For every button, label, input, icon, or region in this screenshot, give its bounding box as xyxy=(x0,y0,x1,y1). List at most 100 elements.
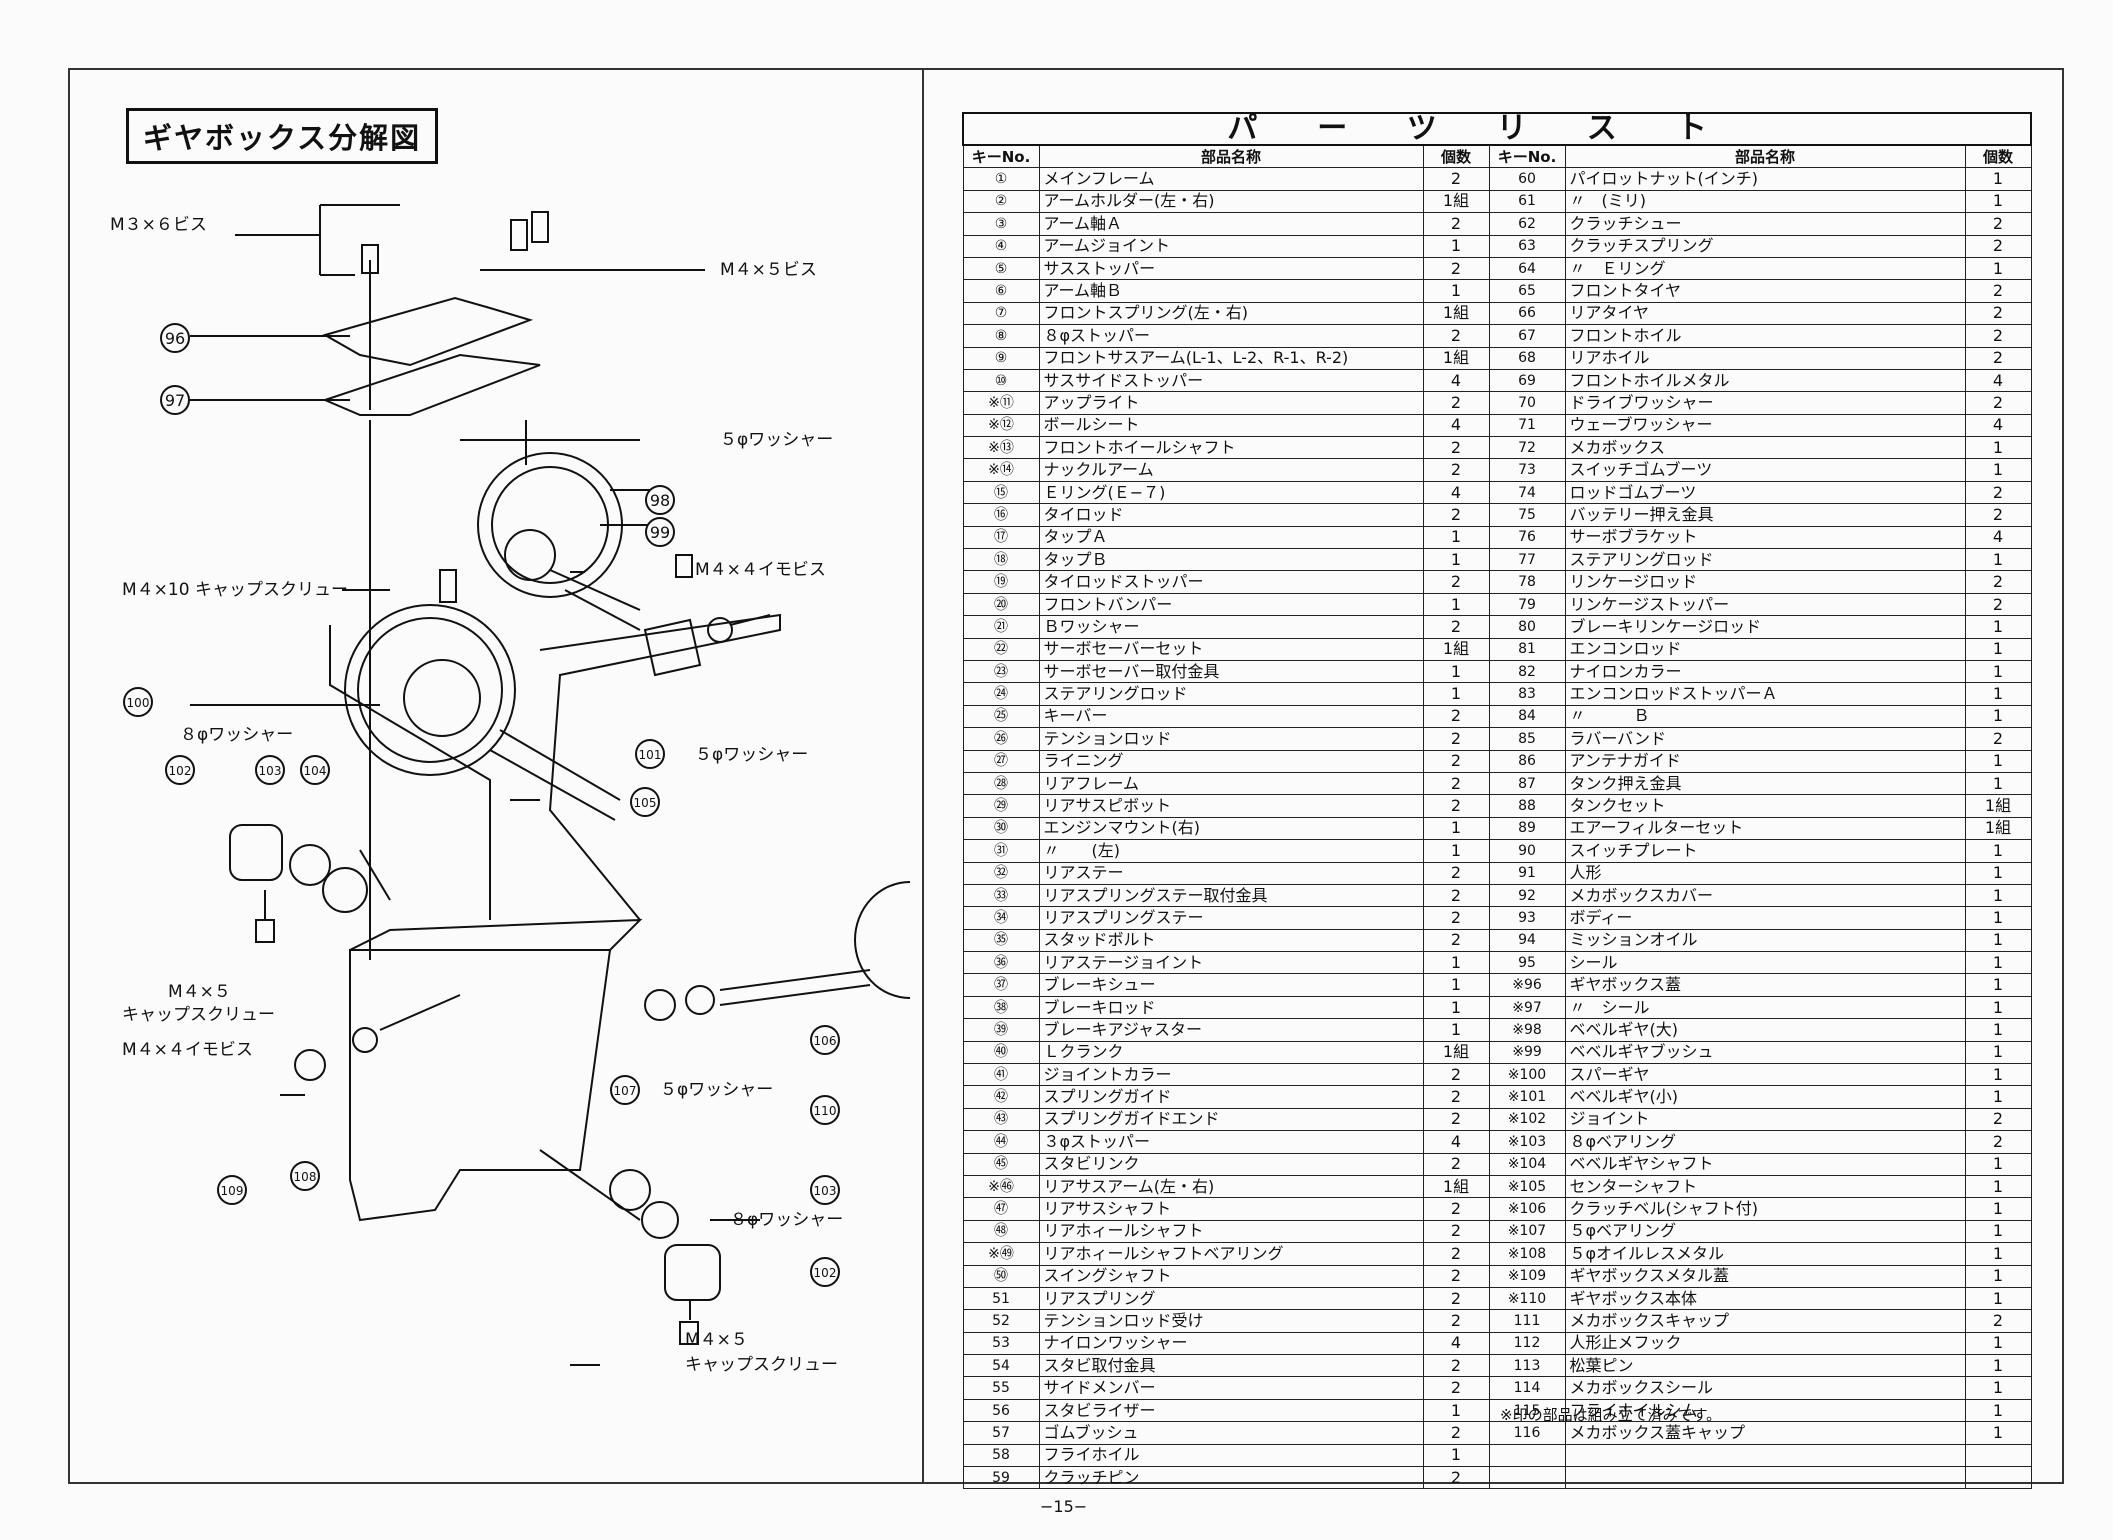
part-key: 111 xyxy=(1488,1309,1566,1333)
part-qty: 1 xyxy=(1964,995,2032,1020)
part-name: リアホィールシャフト xyxy=(1038,1219,1424,1244)
part-name: タンク押え金具 xyxy=(1564,771,1966,796)
part-key: 86 xyxy=(1488,749,1566,773)
part-name: Ｂワッシャー xyxy=(1038,615,1424,639)
part-key: 53 xyxy=(962,1331,1040,1356)
part-key: ⑯ xyxy=(962,503,1040,527)
part-name: ５φオイルレスメタル xyxy=(1564,1242,1966,1266)
label-m4x10-capscrew: M４×10 キャップスクリュー xyxy=(122,580,348,600)
exploded-diagram: M３×６ビス M４×５ビス ５φワッシャー M４×４イモビス M４×10 キャッ… xyxy=(110,204,910,1375)
part-name: スタビ取付金具 xyxy=(1038,1354,1424,1378)
part-key: ㊽ xyxy=(962,1219,1040,1244)
part-name: ５φベアリング xyxy=(1564,1219,1966,1244)
label-5mm-washer-top: ５φワッシャー xyxy=(720,430,833,450)
part-key: ※96 xyxy=(1488,973,1566,997)
part-key: 112 xyxy=(1488,1331,1566,1356)
part-qty: 1 xyxy=(1422,839,1490,863)
part-name: ロッドゴムブーツ xyxy=(1564,480,1966,505)
part-qty: 4 xyxy=(1422,480,1490,505)
part-key: ※102 xyxy=(1488,1107,1566,1132)
part-name: ナイロンワッシャー xyxy=(1038,1331,1424,1356)
part-key: ㉘ xyxy=(962,771,1040,796)
part-qty: 2 xyxy=(1422,771,1490,796)
part-key: ㊱ xyxy=(962,951,1040,975)
part-name: フロントタイヤ xyxy=(1564,279,1966,303)
part-qty: 4 xyxy=(1422,368,1490,393)
part-name: フロントホイールシャフト xyxy=(1038,436,1424,460)
part-qty: 1 xyxy=(1964,1174,2032,1199)
part-key: ⑨ xyxy=(962,346,1040,370)
part-name: バッテリー押え金具 xyxy=(1564,503,1966,527)
part-name: 〃 Ｅリング xyxy=(1564,256,1966,281)
part-name: スタビライザー xyxy=(1038,1398,1424,1423)
part-key: ㉗ xyxy=(962,749,1040,773)
part-qty: 2 xyxy=(1422,503,1490,527)
part-qty: 2 xyxy=(1964,212,2032,236)
part-key: ⑰ xyxy=(962,525,1040,550)
part-qty: 2 xyxy=(1422,324,1490,348)
part-key: ㊷ xyxy=(962,1085,1040,1109)
part-key: 63 xyxy=(1488,234,1566,258)
part-key: 58 xyxy=(962,1443,1040,1468)
part-key: ※104 xyxy=(1488,1152,1566,1176)
part-name: パイロットナット(インチ) xyxy=(1564,167,1966,191)
part-qty: 2 xyxy=(1422,1219,1490,1244)
part-name: タンクセット xyxy=(1564,794,1966,818)
part-key: ※⑫ xyxy=(962,413,1040,438)
part-key: 76 xyxy=(1488,525,1566,550)
part-key: 88 xyxy=(1488,794,1566,818)
part-qty: 1組 xyxy=(1422,1040,1490,1065)
part-qty: 1 xyxy=(1964,615,2032,639)
part-qty: 2 xyxy=(1964,503,2032,527)
part-key: 59 xyxy=(962,1466,1040,1490)
part-name: ジョイントカラー xyxy=(1038,1063,1424,1087)
part-qty: 1 xyxy=(1964,771,2032,796)
label-m4x4-setscrew-left: M４×４イモビス xyxy=(122,1040,253,1060)
part-qty: 1 xyxy=(1964,928,2032,953)
part-key: ※97 xyxy=(1488,995,1566,1020)
empty-cell xyxy=(1488,1443,1566,1468)
part-qty: 1 xyxy=(1964,973,2032,997)
part-key: 116 xyxy=(1488,1421,1566,1445)
part-qty: 4 xyxy=(1422,1130,1490,1154)
callout-98: 98 xyxy=(650,491,670,510)
part-name: ブレーキリンケージロッド xyxy=(1564,615,1966,639)
part-name: ドライブワッシャー xyxy=(1564,391,1966,415)
label-m4x5-capscrew-left-2: キャップスクリュー xyxy=(122,1005,275,1025)
part-qty: 2 xyxy=(1422,1309,1490,1333)
part-qty: 2 xyxy=(1964,592,2032,617)
part-qty: 1組 xyxy=(1422,637,1490,661)
empty-cell xyxy=(1488,1466,1566,1490)
page-number: −15− xyxy=(1040,1497,1088,1516)
part-key: 71 xyxy=(1488,413,1566,438)
part-qty: 1 xyxy=(1964,1040,2032,1065)
part-key: ㊸ xyxy=(962,1107,1040,1132)
part-name: クラッチピン xyxy=(1038,1466,1424,1490)
label-5mm-washer-low: ５φワッシャー xyxy=(660,1080,773,1100)
part-key: 72 xyxy=(1488,436,1566,460)
part-name: スタビリンク xyxy=(1038,1152,1424,1176)
part-name: 〃 Ｂ xyxy=(1564,704,1966,729)
empty-cell xyxy=(1964,1466,2032,1490)
part-key: ⑩ xyxy=(962,368,1040,393)
part-qty: 2 xyxy=(1964,301,2032,326)
part-key: 79 xyxy=(1488,592,1566,617)
part-name: リアタイヤ xyxy=(1564,301,1966,326)
part-qty: 2 xyxy=(1422,1107,1490,1132)
